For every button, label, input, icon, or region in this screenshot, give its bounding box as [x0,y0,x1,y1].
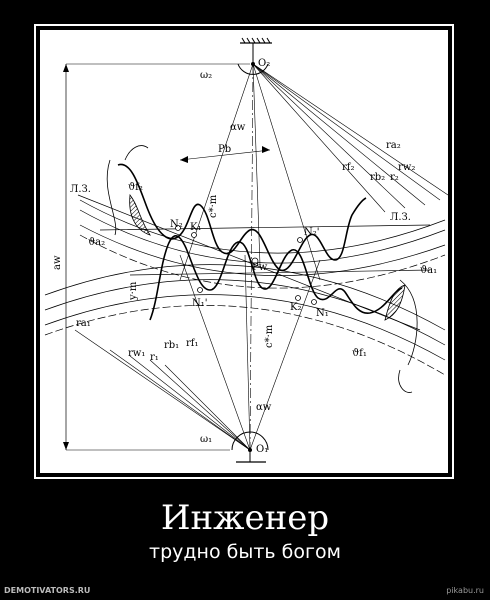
gear2-teeth-profile [117,163,367,271]
gear2-circles [79,199,446,289]
watermark-pikabu: pikabu.ru [446,586,484,595]
label-k2: K₂ [290,302,301,313]
label-theta-f-left: ϑf₂ [128,182,143,193]
label-lz-left: Л.З. [70,184,91,195]
gear2-root-hatch [129,193,151,236]
label-n1-prime: N₁' [192,298,208,309]
watermark-demotivators: DEMOTIVATORS.RU [4,586,91,595]
gear-diagram-svg: O₂ O₁ ω₂ ω₁ αw αw Pb Л.З. Л.З. ϑf₂ ϑa₂ ϑ… [44,37,448,463]
gear-mesh-drawing: O₂ O₁ ω₂ ω₁ αw αw Pb Л.З. Л.З. ϑf₂ ϑa₂ ϑ… [40,30,448,473]
label-rb1: rb₁ [164,340,179,351]
label-ym: y·m [128,281,139,301]
label-lz-right: Л.З. [390,212,411,223]
label-pw: Pw [252,262,268,273]
side-arc-markers [106,145,418,393]
pivot-o2 [237,37,272,75]
label-r2: r₂ [390,172,399,183]
label-n2-prime: N₂' [304,227,320,238]
label-theta-f-right: ϑf₁ [352,348,367,359]
aw-dimension [63,63,250,451]
label-pb: Pb [218,144,231,155]
label-rw2: rw₂ [398,162,415,173]
contact-points [175,225,317,305]
label-rf1: rf₁ [186,338,199,349]
label-n1: N₁ [316,308,329,319]
label-ra1: ra₁ [76,318,91,329]
label-alpha-w-bottom: αw [256,402,272,413]
poster-title: Инженер [160,498,330,538]
label-rw1: rw₁ [128,348,145,359]
label-cm-top: c*·m [208,194,219,218]
label-ra2: ra₂ [386,140,401,151]
label-theta-a-right: ϑa₁ [420,265,437,276]
label-k1: K₁ [190,222,201,233]
label-o1: O₁ [256,444,268,455]
rays-from-o1 [74,254,321,451]
label-n2: N₂ [170,219,183,230]
gear1-root-hatch [384,284,406,321]
label-rf2: rf₂ [342,162,355,173]
label-rb2: rb₂ [370,172,385,183]
rays-from-o2 [179,63,448,281]
pb-dimension [179,146,271,163]
gear1-teeth-profile [149,235,403,321]
label-omega1: ω₁ [200,434,212,445]
label-alpha-w-top: αw [230,122,246,133]
poster-subtitle: трудно быть богом [149,541,341,563]
label-aw: aw [52,255,63,270]
label-cm-bottom: c*·m [264,324,275,348]
label-o2: O₂ [258,58,270,69]
poster-frame: O₂ O₁ ω₂ ω₁ αw αw Pb Л.З. Л.З. ϑf₂ ϑa₂ ϑ… [34,24,454,479]
label-theta-a-left: ϑa₂ [88,237,105,248]
label-omega2: ω₂ [200,70,212,81]
label-r1: r₁ [150,352,159,363]
